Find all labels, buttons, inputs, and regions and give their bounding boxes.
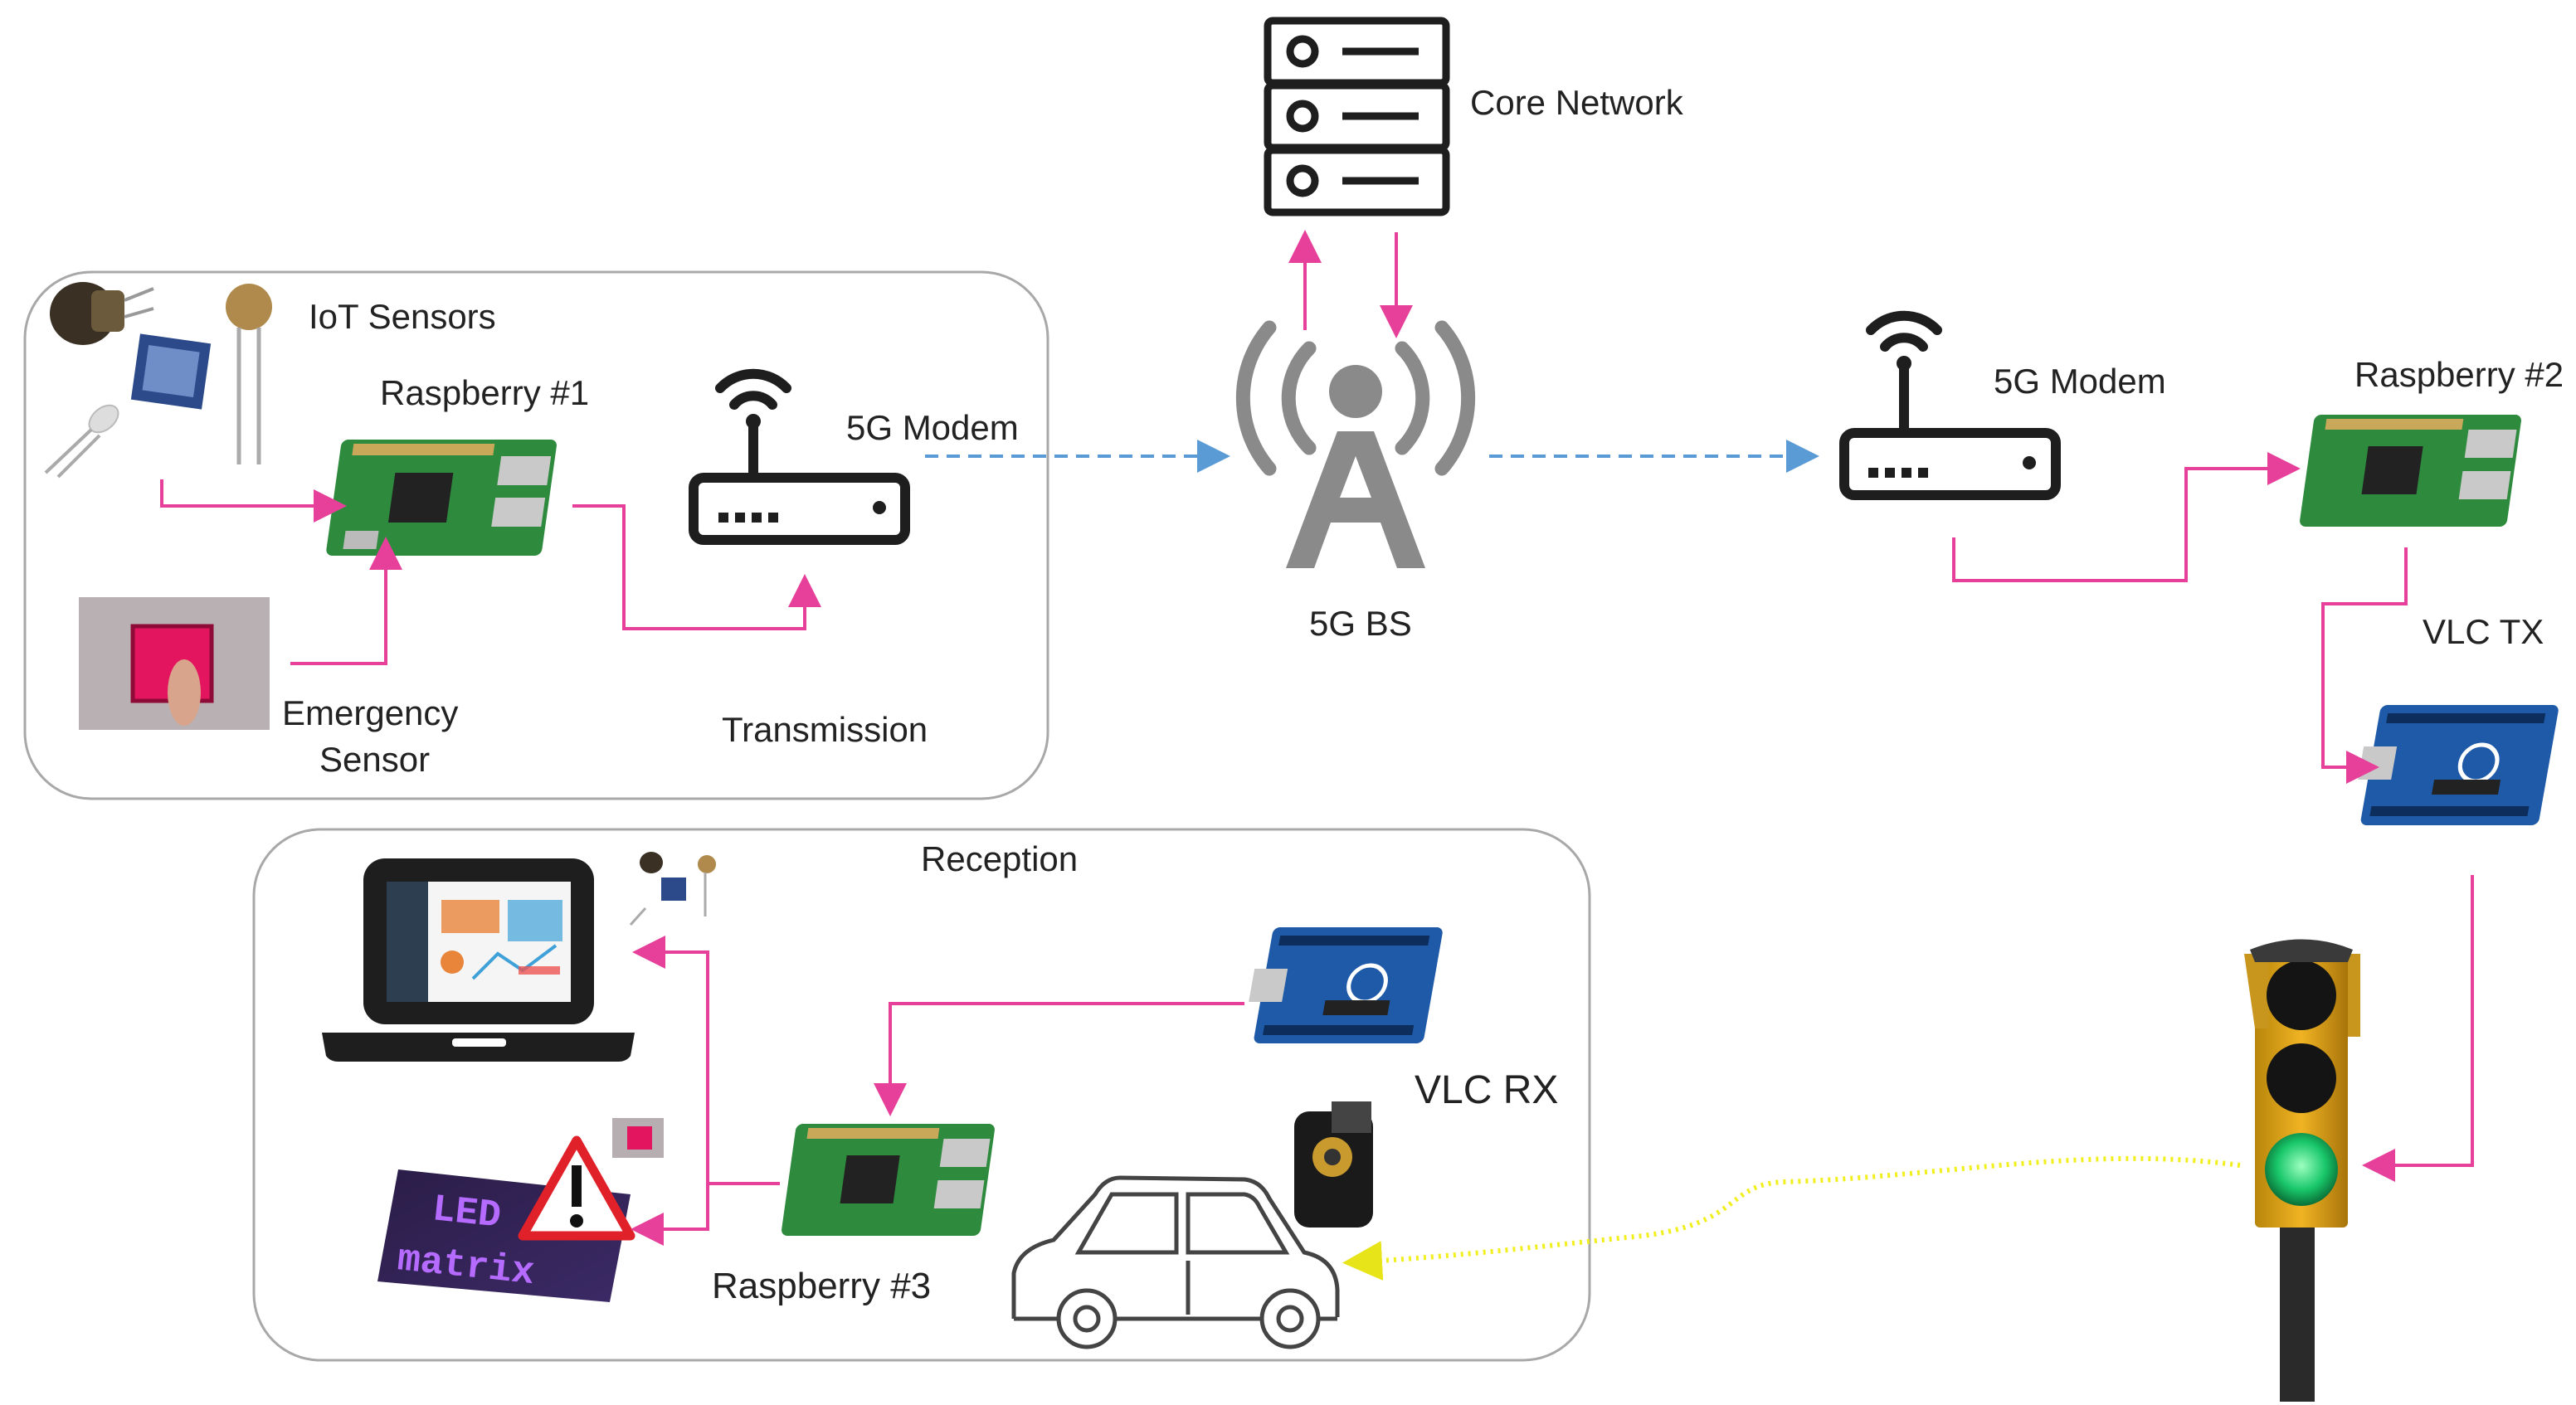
vlc-tx-arduino — [2358, 705, 2559, 825]
transmission-label: Transmission — [722, 710, 928, 749]
reception-sensors-icon — [629, 852, 716, 926]
vlc-tx-label: VLC TX — [2423, 612, 2544, 651]
vlctx-to-light-arrow — [2362, 875, 2474, 1182]
vlc-rx-label: VLC RX — [1415, 1068, 1558, 1112]
car-icon — [1011, 1175, 1340, 1349]
transmission-panel — [23, 270, 1049, 800]
emergency-label-line2: Sensor — [319, 740, 430, 779]
warning-icon — [518, 1135, 635, 1241]
modem-to-rpi2-arrow — [1952, 452, 2301, 582]
raspberry-1-label: Raspberry #1 — [380, 373, 589, 412]
raspberry-2-label: Raspberry #2 — [2354, 355, 2564, 394]
raspberry-3-label: Raspberry #3 — [712, 1266, 931, 1306]
rpi3-to-laptop-arrow — [632, 936, 709, 1229]
vlc-rx-arduino — [1249, 927, 1443, 1043]
emergency-to-rpi1-arrow — [290, 537, 402, 665]
server-icon — [1264, 17, 1450, 216]
modem-rx-icon — [1839, 310, 2061, 500]
iot-sensors-icon — [44, 282, 272, 479]
led-matrix-line1: LED — [431, 1188, 504, 1237]
vlc-optical-link — [1342, 1155, 2241, 1281]
emergency-label-line1: Emergency — [282, 693, 458, 732]
vlcrx-to-rpi3-arrow — [874, 1002, 1244, 1116]
bs-label: 5G BS — [1309, 604, 1412, 643]
raspberry-3-board — [782, 1124, 995, 1236]
raspberry-1-board — [326, 440, 557, 556]
modem-tx-icon — [689, 368, 910, 545]
rpi1-to-modem-arrow — [572, 504, 821, 630]
base-station-icon — [1235, 320, 1476, 568]
iot-sensors-label: IoT Sensors — [309, 297, 496, 336]
sensors-to-rpi1-arrow — [160, 479, 347, 523]
reception-label: Reception — [921, 839, 1078, 878]
core-network-label: Core Network — [1470, 83, 1684, 122]
raspberry-2-board — [2300, 415, 2521, 527]
emergency-sensor-icon — [79, 597, 270, 730]
laptop-icon — [322, 858, 635, 1062]
reception-panel — [252, 828, 1591, 1362]
rpi2-to-vlctx-arrow — [2321, 547, 2408, 784]
modem-tx-label: 5G Modem — [846, 408, 1019, 447]
photodetector-icon — [1294, 1101, 1373, 1228]
rpi3-to-led-arrow — [631, 1184, 709, 1246]
modem-rx-label: 5G Modem — [1994, 362, 2166, 401]
emergency-button-small-icon — [612, 1118, 664, 1158]
traffic-light-icon — [2244, 939, 2360, 1402]
